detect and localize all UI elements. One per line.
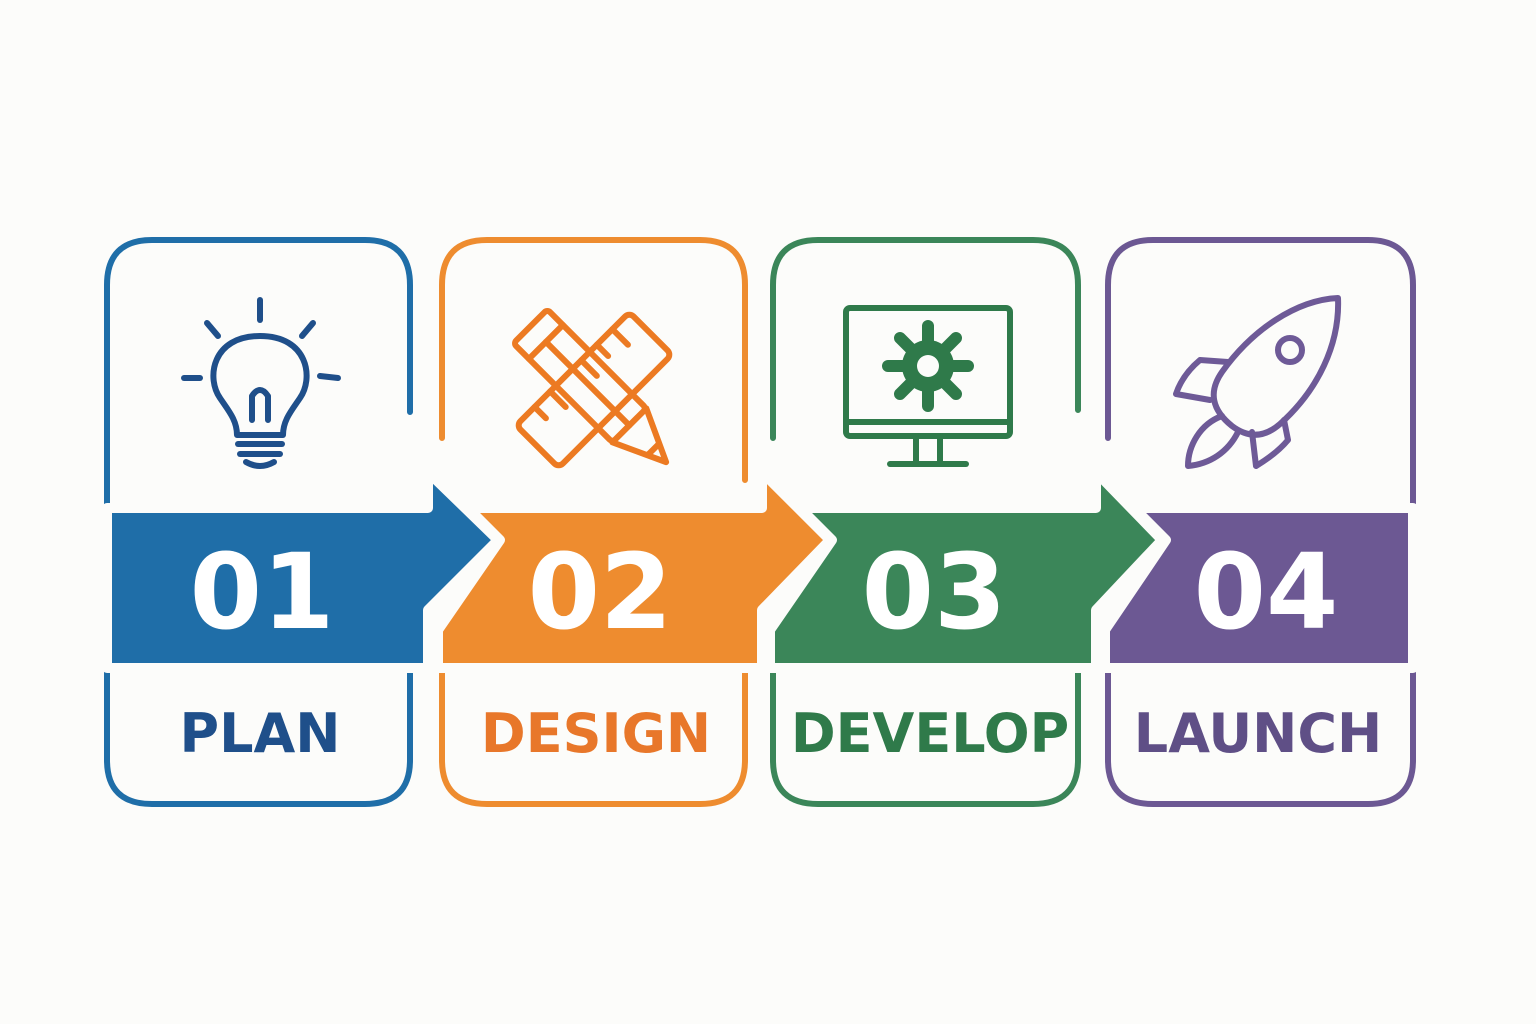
step-plan: 01 PLAN bbox=[102, 237, 503, 807]
step-launch: 04 LAUNCH bbox=[1100, 237, 1418, 807]
step-develop-label: DEVELOP bbox=[791, 702, 1069, 765]
step-develop-frame bbox=[770, 237, 1081, 807]
step-launch-arrow-band bbox=[1100, 503, 1418, 673]
gear-icon bbox=[882, 320, 974, 412]
step-develop: 03 DEVELOP bbox=[765, 237, 1167, 807]
step-design: 02 DESIGN bbox=[433, 237, 835, 807]
step-plan-arrow-band bbox=[102, 467, 503, 673]
lightbulb-icon bbox=[181, 297, 341, 469]
step-design-label: DESIGN bbox=[481, 702, 711, 765]
step-design-frame bbox=[439, 237, 748, 807]
monitor-gear-icon bbox=[843, 305, 1013, 467]
step-design-number: 02 bbox=[528, 531, 673, 653]
rocket-icon bbox=[1173, 295, 1342, 469]
step-plan-label: PLAN bbox=[180, 702, 341, 765]
step-launch-number: 04 bbox=[1194, 531, 1339, 653]
step-develop-number: 03 bbox=[862, 531, 1007, 653]
step-launch-frame bbox=[1105, 237, 1416, 807]
step-launch-label: LAUNCH bbox=[1134, 702, 1382, 765]
step-plan-frame bbox=[104, 237, 413, 807]
step-plan-number: 01 bbox=[190, 531, 335, 653]
step-develop-arrow-band bbox=[765, 467, 1167, 673]
pencil-ruler-icon bbox=[512, 308, 673, 469]
